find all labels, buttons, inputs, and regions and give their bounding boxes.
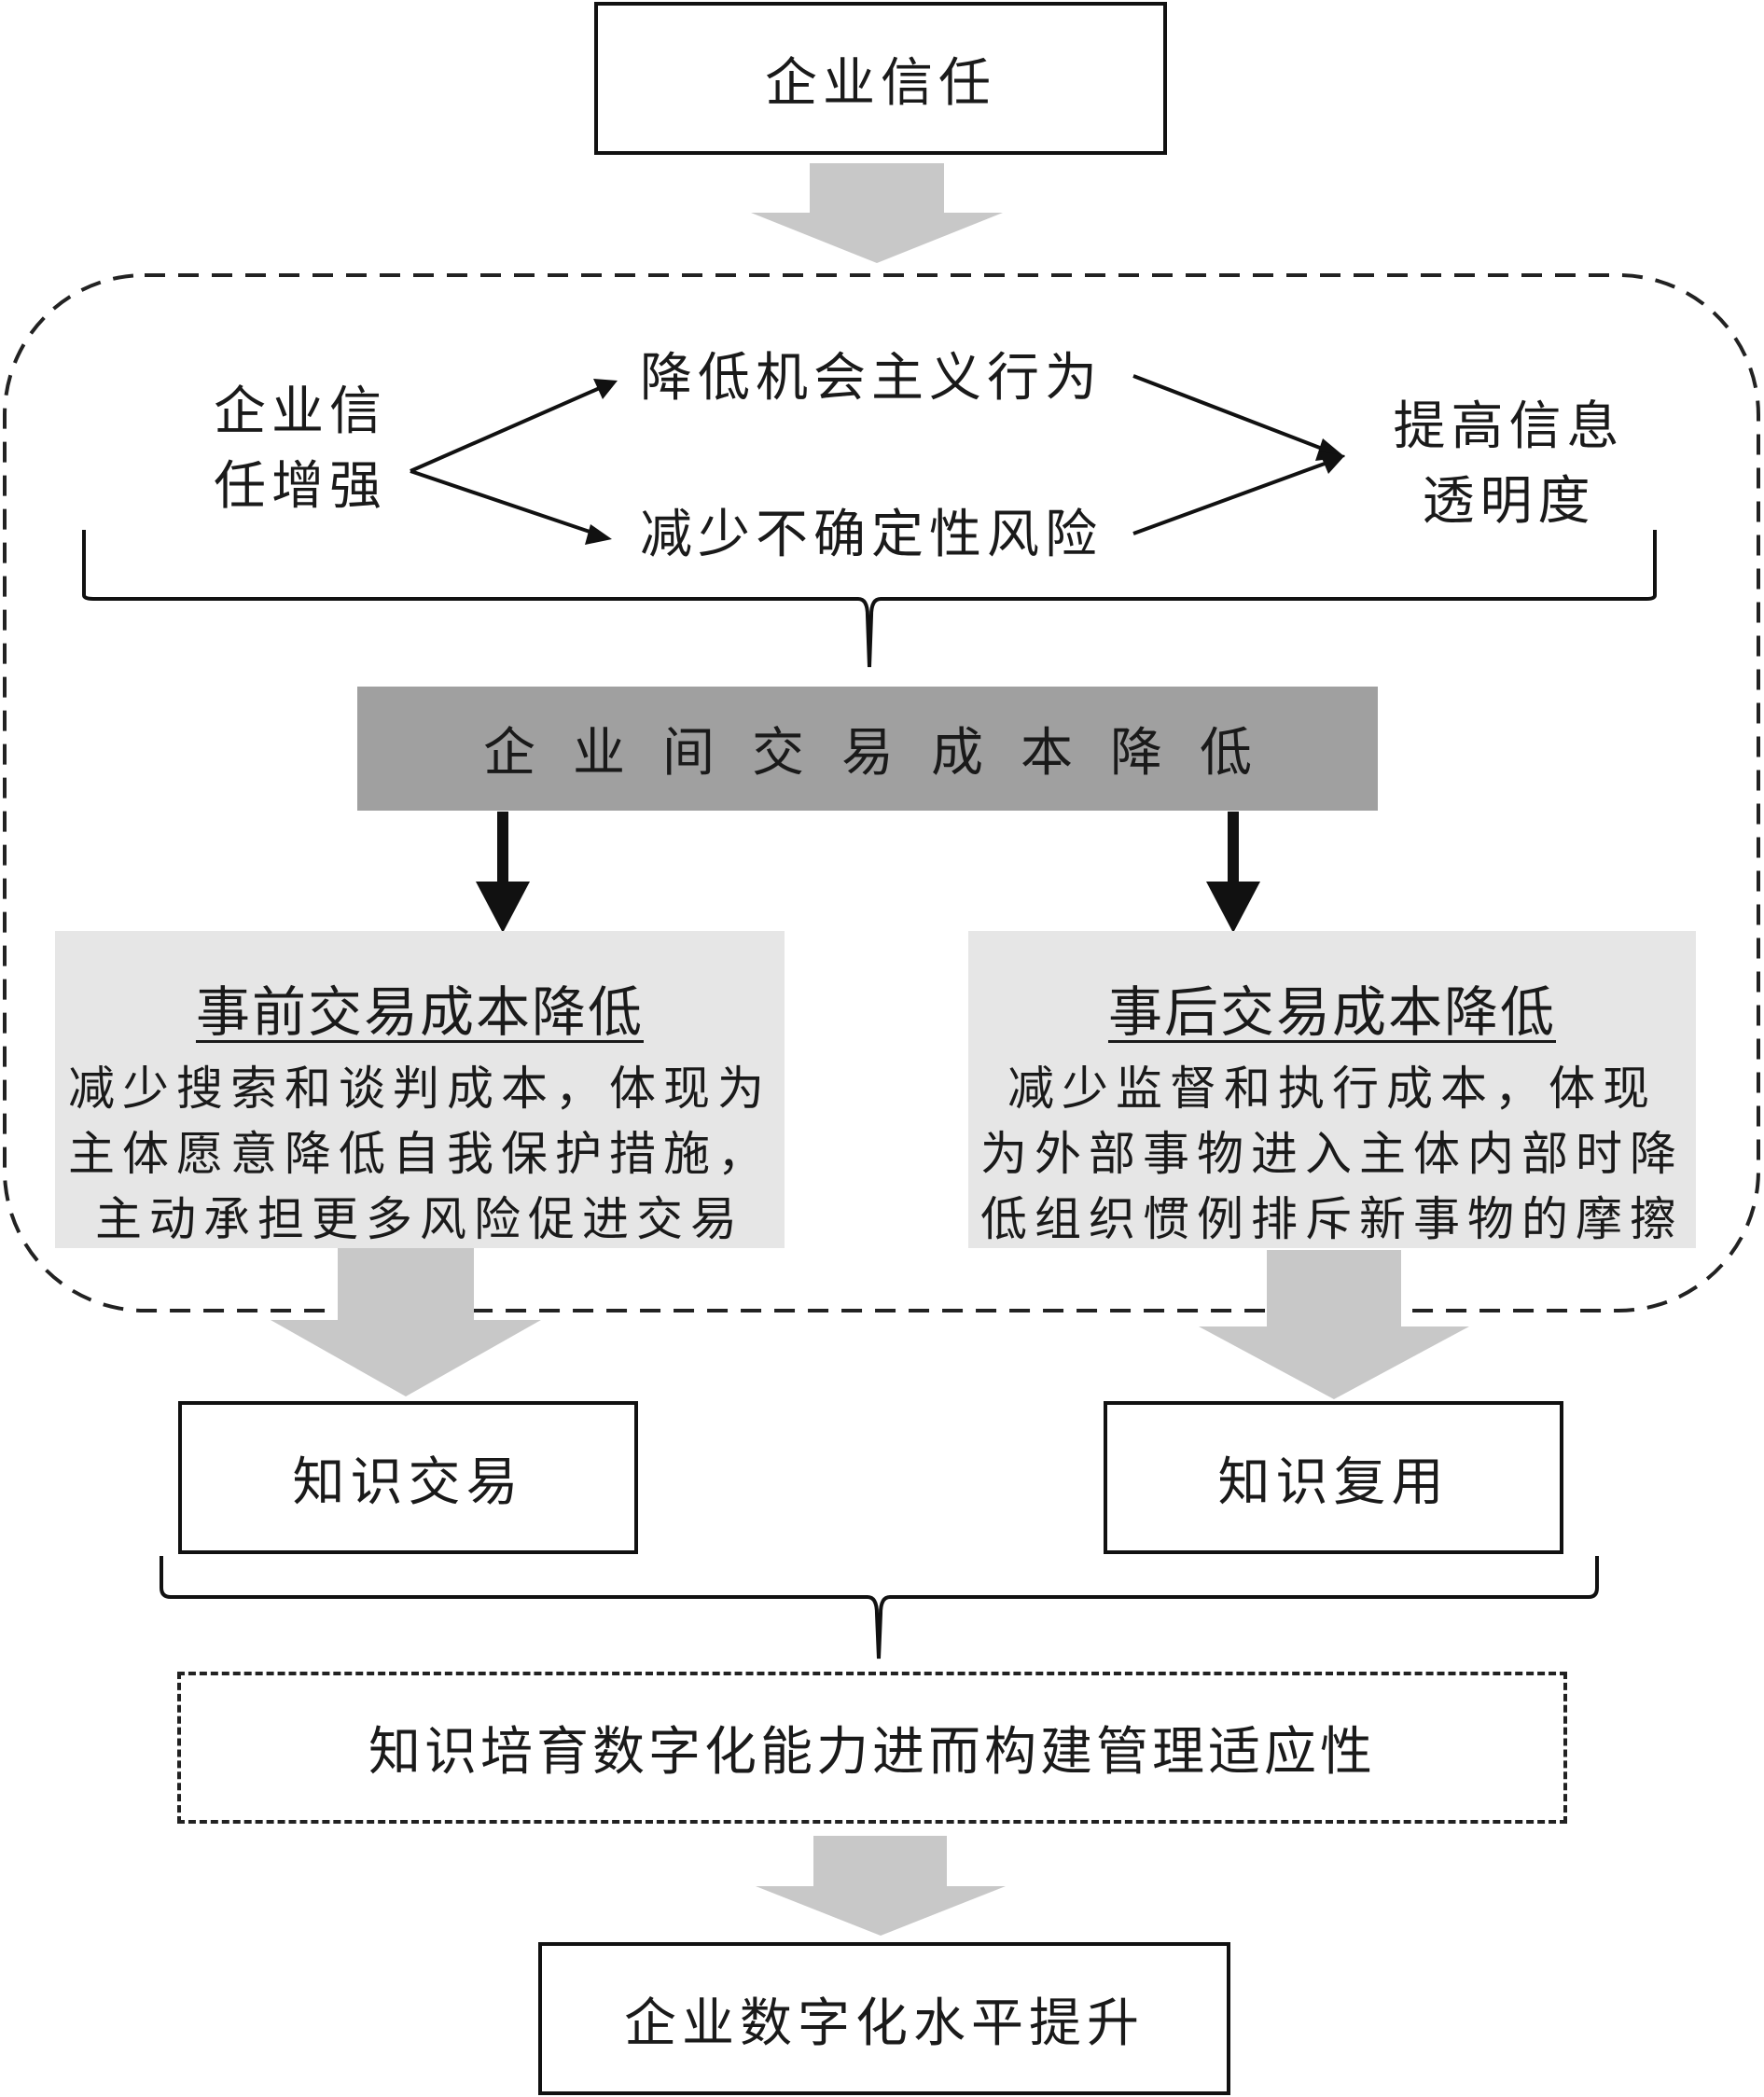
knowledge-capability-label: 知识培育数字化能力进而构建管理适应性 [368, 1722, 1376, 1783]
trust-box: 企业信任 [594, 2, 1167, 155]
gray-arrow-top [751, 163, 1003, 263]
knowledge-trade-label: 知识交易 [292, 1451, 524, 1513]
reduce-opportunism-label: 降低机会主义行为 [640, 348, 1103, 409]
arrow-uncertainty-to-transparency [1132, 451, 1345, 535]
ex-post-body: 减少监督和执行成本，体现 为外部事物进入主体内部时降 低组织惯例排斥新事物的摩擦 [980, 1062, 1684, 1246]
knowledge-reuse-label: 知识复用 [1217, 1451, 1450, 1513]
arrow-to-opportunism [410, 379, 618, 473]
reduce-uncertainty-label: 减少不确定性风险 [640, 505, 1103, 565]
gray-arrow-left [271, 1248, 541, 1396]
cost-reduction-label: 企业间交易成本降低 [483, 723, 1289, 784]
knowledge-trade-box: 知识交易 [178, 1401, 638, 1554]
upper-brace [82, 530, 1657, 668]
ex-post-panel: 事后交易成本降低 减少监督和执行成本，体现 为外部事物进入主体内部时降 低组织惯… [968, 931, 1696, 1248]
ex-ante-title: 事前交易成本降低 [195, 980, 644, 1044]
trust-label: 企业信任 [765, 52, 996, 114]
black-arrow-left [476, 812, 530, 933]
arrow-opportunism-to-transparency [1132, 374, 1345, 461]
black-arrow-right [1206, 812, 1260, 933]
knowledge-reuse-box: 知识复用 [1104, 1401, 1563, 1554]
cost-reduction-bar: 企业间交易成本降低 [357, 687, 1378, 811]
dashed-region [3, 273, 1760, 1312]
digital-level-label: 企业数字化水平提升 [624, 1993, 1145, 2054]
arrow-to-uncertainty [410, 469, 612, 545]
ex-ante-body: 减少搜索和谈判成本，体现为 主体愿意降低自我保护措施， 主动承担更多风险促进交易 [68, 1062, 771, 1246]
knowledge-capability-box: 知识培育数字化能力进而构建管理适应性 [177, 1672, 1567, 1824]
lower-brace [160, 1556, 1599, 1660]
transparency-label: 提高信息透明度 [1393, 396, 1625, 532]
trust-enhanced-label: 企业信任增强 [214, 382, 387, 517]
gray-arrow-right [1199, 1250, 1469, 1399]
ex-post-title: 事后交易成本降低 [1107, 980, 1556, 1044]
digital-level-box: 企业数字化水平提升 [538, 1942, 1230, 2095]
gray-arrow-bottom [756, 1836, 1006, 1936]
ex-ante-panel: 事前交易成本降低 减少搜索和谈判成本，体现为 主体愿意降低自我保护措施， 主动承… [55, 931, 785, 1248]
